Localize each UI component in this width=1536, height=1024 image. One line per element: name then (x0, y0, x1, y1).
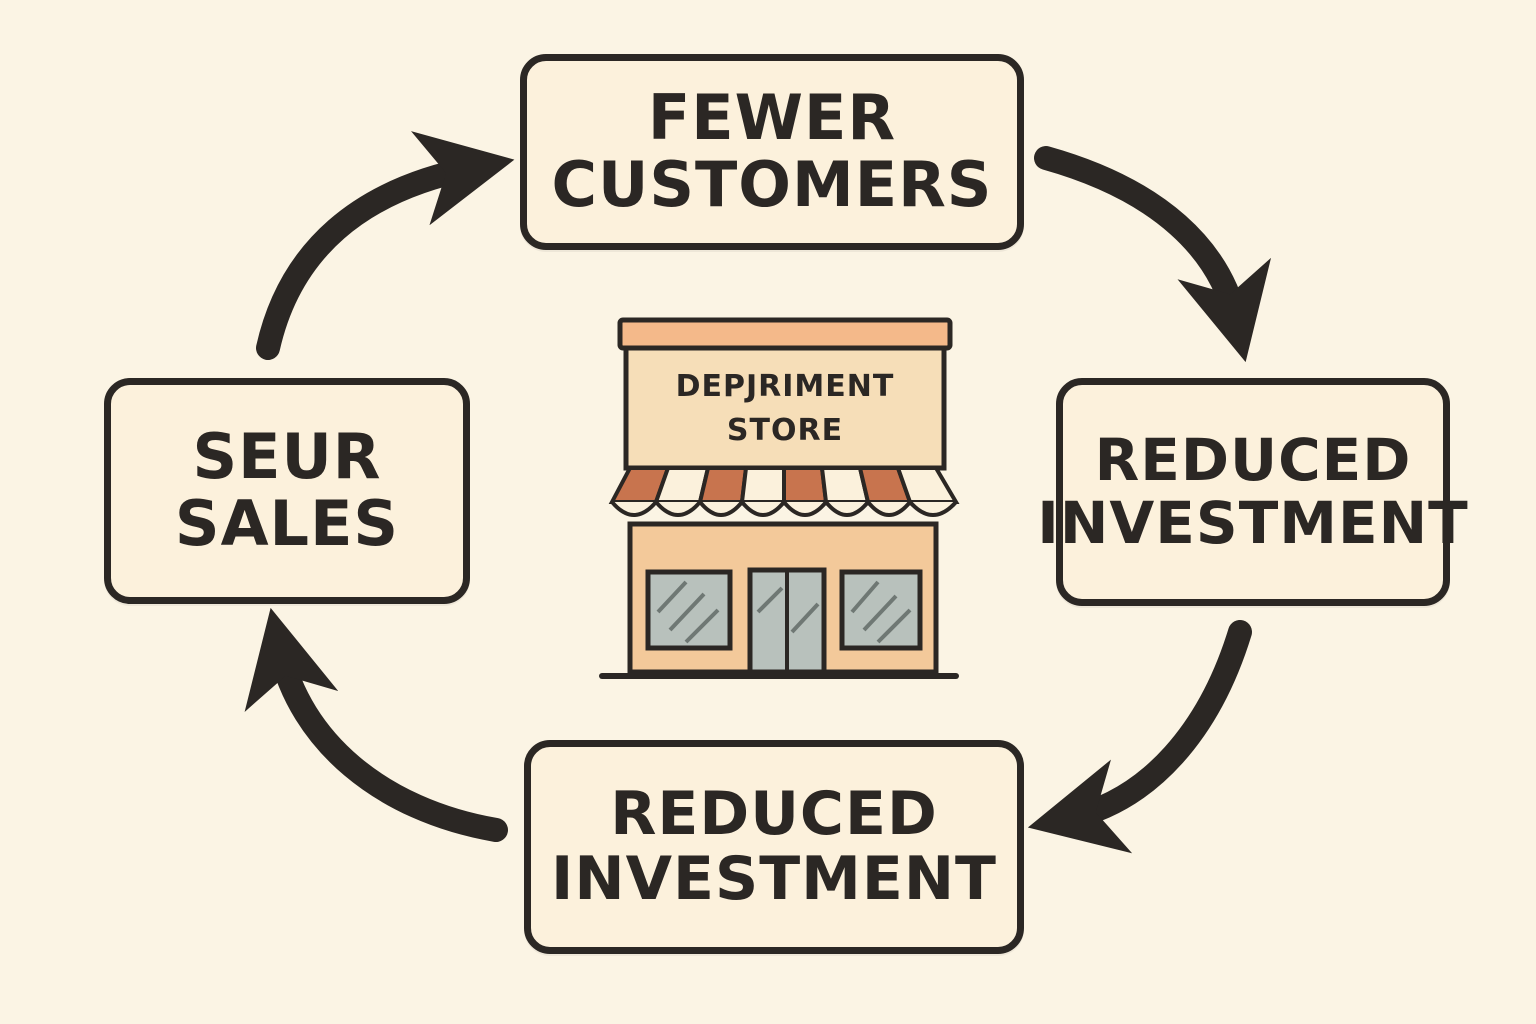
node-top-line1: FEWER (647, 81, 897, 155)
store-sign-line2: STORE (727, 413, 843, 448)
node-seur-sales: SEUR SALES (104, 378, 470, 604)
node-reduced-investment-bottom: REDUCED INVESTMENT (524, 740, 1024, 954)
node-right-line1: REDUCED (1094, 426, 1412, 495)
arrow-right-to-bottom (1027, 620, 1252, 854)
node-fewer-customers: FEWER CUSTOMERS (520, 54, 1024, 250)
node-left-line2: SALES (174, 487, 400, 560)
node-top-line2: CUSTOMERS (551, 148, 993, 221)
arrow-top-to-right (1034, 146, 1271, 363)
store-awning (608, 466, 960, 517)
node-bottom-line2: INVESTMENT (551, 844, 997, 914)
store-sign-line1: DEPJRIMENT (676, 369, 895, 404)
node-right-line2: INVESTMENT (1037, 489, 1469, 557)
store-icon: DEPJRIMENT STORE (599, 317, 960, 679)
arrow-bottom-to-left (244, 607, 508, 842)
node-bottom-line1: REDUCED (610, 779, 938, 850)
node-left-line1: SEUR (192, 420, 382, 494)
arrow-left-to-top (256, 131, 515, 360)
node-reduced-investment-right: REDUCED INVESTMENT (1037, 378, 1468, 606)
